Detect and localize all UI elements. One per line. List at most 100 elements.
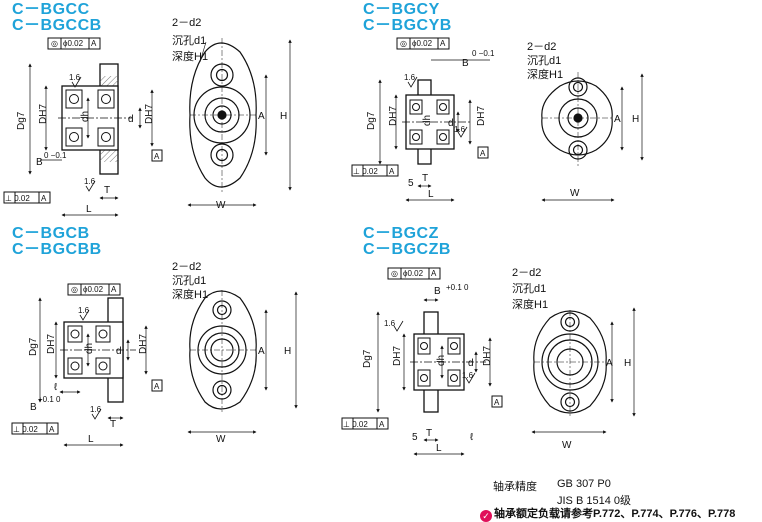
svg-text:1.6: 1.6 xyxy=(84,177,96,186)
panel-2-side-view xyxy=(351,37,490,202)
title-panel-2a: C－BGCY xyxy=(363,1,440,18)
svg-text:L: L xyxy=(88,434,94,445)
svg-text:A: A xyxy=(258,346,265,357)
dim-H: H xyxy=(280,111,287,122)
dim-T: T xyxy=(104,185,110,196)
svg-text:ϕ0.02: ϕ0.02 xyxy=(403,269,424,278)
title-panel-1b: C－BGCCB xyxy=(12,17,102,34)
svg-text:◎: ◎ xyxy=(400,39,407,48)
svg-text:深度H1: 深度H1 xyxy=(172,287,208,301)
svg-text:Dg7: Dg7 xyxy=(366,111,377,130)
svg-text:A: A xyxy=(49,425,55,434)
svg-text:2－d2: 2－d2 xyxy=(172,261,201,273)
svg-text:1.6: 1.6 xyxy=(404,73,416,82)
svg-text:A: A xyxy=(606,358,613,369)
accuracy-label: 轴承精度 xyxy=(493,481,537,493)
callout-holes: 2－d2 xyxy=(172,17,201,29)
callout-depth: 深度H1 xyxy=(172,49,208,63)
svg-text:A: A xyxy=(480,149,486,158)
panel-2-front-labels: 2－d2 沉孔d1 深度H1 W A H xyxy=(527,41,639,199)
svg-text:◎: ◎ xyxy=(51,39,58,48)
reference-text: 轴承额定负载请参考P.772、P.774、P.776、P.778 xyxy=(494,508,736,520)
svg-text:T: T xyxy=(110,419,116,430)
svg-text:W: W xyxy=(570,188,580,199)
svg-text:⊥ 0.02: ⊥ 0.02 xyxy=(13,425,38,434)
svg-text:⊥ 0.02: ⊥ 0.02 xyxy=(343,420,368,429)
dim-dh: dh xyxy=(80,111,91,122)
svg-text:1.6: 1.6 xyxy=(462,371,474,380)
panel-4-front-labels: 2－d2 沉孔d1 深度H1 W A H xyxy=(512,267,631,451)
panel-1-front-labels: 2－d2 沉孔d1 深度H1 W A H xyxy=(172,17,287,211)
svg-text:A: A xyxy=(154,152,160,161)
svg-text:1.6: 1.6 xyxy=(90,405,102,414)
svg-text:W: W xyxy=(562,440,572,451)
svg-text:+0.1 0: +0.1 0 xyxy=(446,283,469,292)
title-panel-1a: C－BGCC xyxy=(12,1,90,18)
panel-1-side-view xyxy=(3,37,163,217)
panel-4-labels: ◎ ϕ0.02 A 1.6 1.6 ⊥ 0.02 A A Dg7 DH7 dh … xyxy=(343,269,500,454)
title-panel-4b: C－BGCZB xyxy=(363,241,451,258)
svg-text:⊥ 0.02: ⊥ 0.02 xyxy=(5,194,30,203)
svg-text:A: A xyxy=(440,39,446,48)
svg-text:L: L xyxy=(436,443,442,454)
svg-text:A: A xyxy=(389,167,395,176)
panel-4-front-view xyxy=(531,307,636,434)
svg-text:dh: dh xyxy=(422,115,433,126)
panel-4-side-view xyxy=(341,267,503,456)
svg-text:沉孔d1: 沉孔d1 xyxy=(527,54,561,67)
title-panel-2b: C－BGCYB xyxy=(363,17,452,34)
svg-text:H: H xyxy=(624,358,631,369)
svg-text:深度H1: 深度H1 xyxy=(512,297,548,311)
svg-text:DH7: DH7 xyxy=(482,346,493,366)
panel-1-labels: ◎ ϕ0.02 A 1.6 1.6 ⊥ 0.02 A A Dg7 DH7 dh … xyxy=(5,39,160,215)
reference-note: ✓轴承额定负载请参考P.772、P.774、P.776、P.778 xyxy=(480,505,735,522)
svg-text:0 −0.1: 0 −0.1 xyxy=(472,49,495,58)
svg-text:A: A xyxy=(379,420,385,429)
bearing-upper xyxy=(65,89,115,109)
svg-text:dh: dh xyxy=(436,355,447,366)
svg-text:H: H xyxy=(284,346,291,357)
svg-text:深度H1: 深度H1 xyxy=(527,67,563,81)
svg-text:ℓ: ℓ xyxy=(54,382,58,393)
dim-A: A xyxy=(258,111,265,122)
svg-text:B: B xyxy=(462,58,469,69)
accuracy-gb: GB 307 P0 xyxy=(557,478,611,490)
panel-2-labels: ◎ ϕ0.02 A 1.6 1.6 ⊥ 0.02 A A Dg7 DH7 dh … xyxy=(353,39,495,200)
panel-3-front-view xyxy=(187,290,298,434)
svg-text:W: W xyxy=(216,434,226,445)
svg-text:d: d xyxy=(468,358,474,369)
dim-DH7-right: DH7 xyxy=(144,104,155,124)
panel-1-front-view xyxy=(187,38,292,207)
panel-3-labels: ◎ ϕ0.02 A 1.6 1.6 ⊥ 0.02 A A Dg7 DH7 dh … xyxy=(13,285,160,445)
svg-text:DH7: DH7 xyxy=(46,334,57,354)
title-panel-4a: C－BGCZ xyxy=(363,225,439,242)
svg-text:A: A xyxy=(494,398,500,407)
datum-label: A xyxy=(91,39,97,48)
panel-3-front-labels: 2－d2 沉孔d1 深度H1 W A H xyxy=(172,261,291,445)
panel-3-side-view xyxy=(11,283,163,447)
svg-text:H: H xyxy=(632,114,639,125)
svg-text:Dg7: Dg7 xyxy=(28,337,39,356)
svg-text:1.6: 1.6 xyxy=(454,125,466,134)
svg-text:A: A xyxy=(154,382,160,391)
svg-text:DH7: DH7 xyxy=(392,346,403,366)
svg-text:A: A xyxy=(111,285,117,294)
svg-text:d: d xyxy=(448,118,454,129)
svg-text:d: d xyxy=(116,346,122,357)
svg-text:T: T xyxy=(426,428,432,439)
dim-D: Dg7 xyxy=(16,111,27,130)
title-panel-3a: C－BGCB xyxy=(12,225,90,242)
svg-text:1.6: 1.6 xyxy=(78,306,90,315)
svg-text:⊥ 0.02: ⊥ 0.02 xyxy=(353,167,378,176)
title-panel-3b: C－BGCBB xyxy=(12,241,102,258)
svg-text:ϕ0.02: ϕ0.02 xyxy=(63,39,84,48)
svg-text:+0.1 0: +0.1 0 xyxy=(38,395,61,404)
svg-text:1.6: 1.6 xyxy=(384,319,396,328)
svg-text:DH7: DH7 xyxy=(388,106,399,126)
svg-text:A: A xyxy=(431,269,437,278)
svg-text:ϕ0.02: ϕ0.02 xyxy=(83,285,104,294)
panel-2-front-view xyxy=(541,72,644,202)
svg-text:DH7: DH7 xyxy=(476,106,487,126)
svg-text:5: 5 xyxy=(412,432,418,443)
